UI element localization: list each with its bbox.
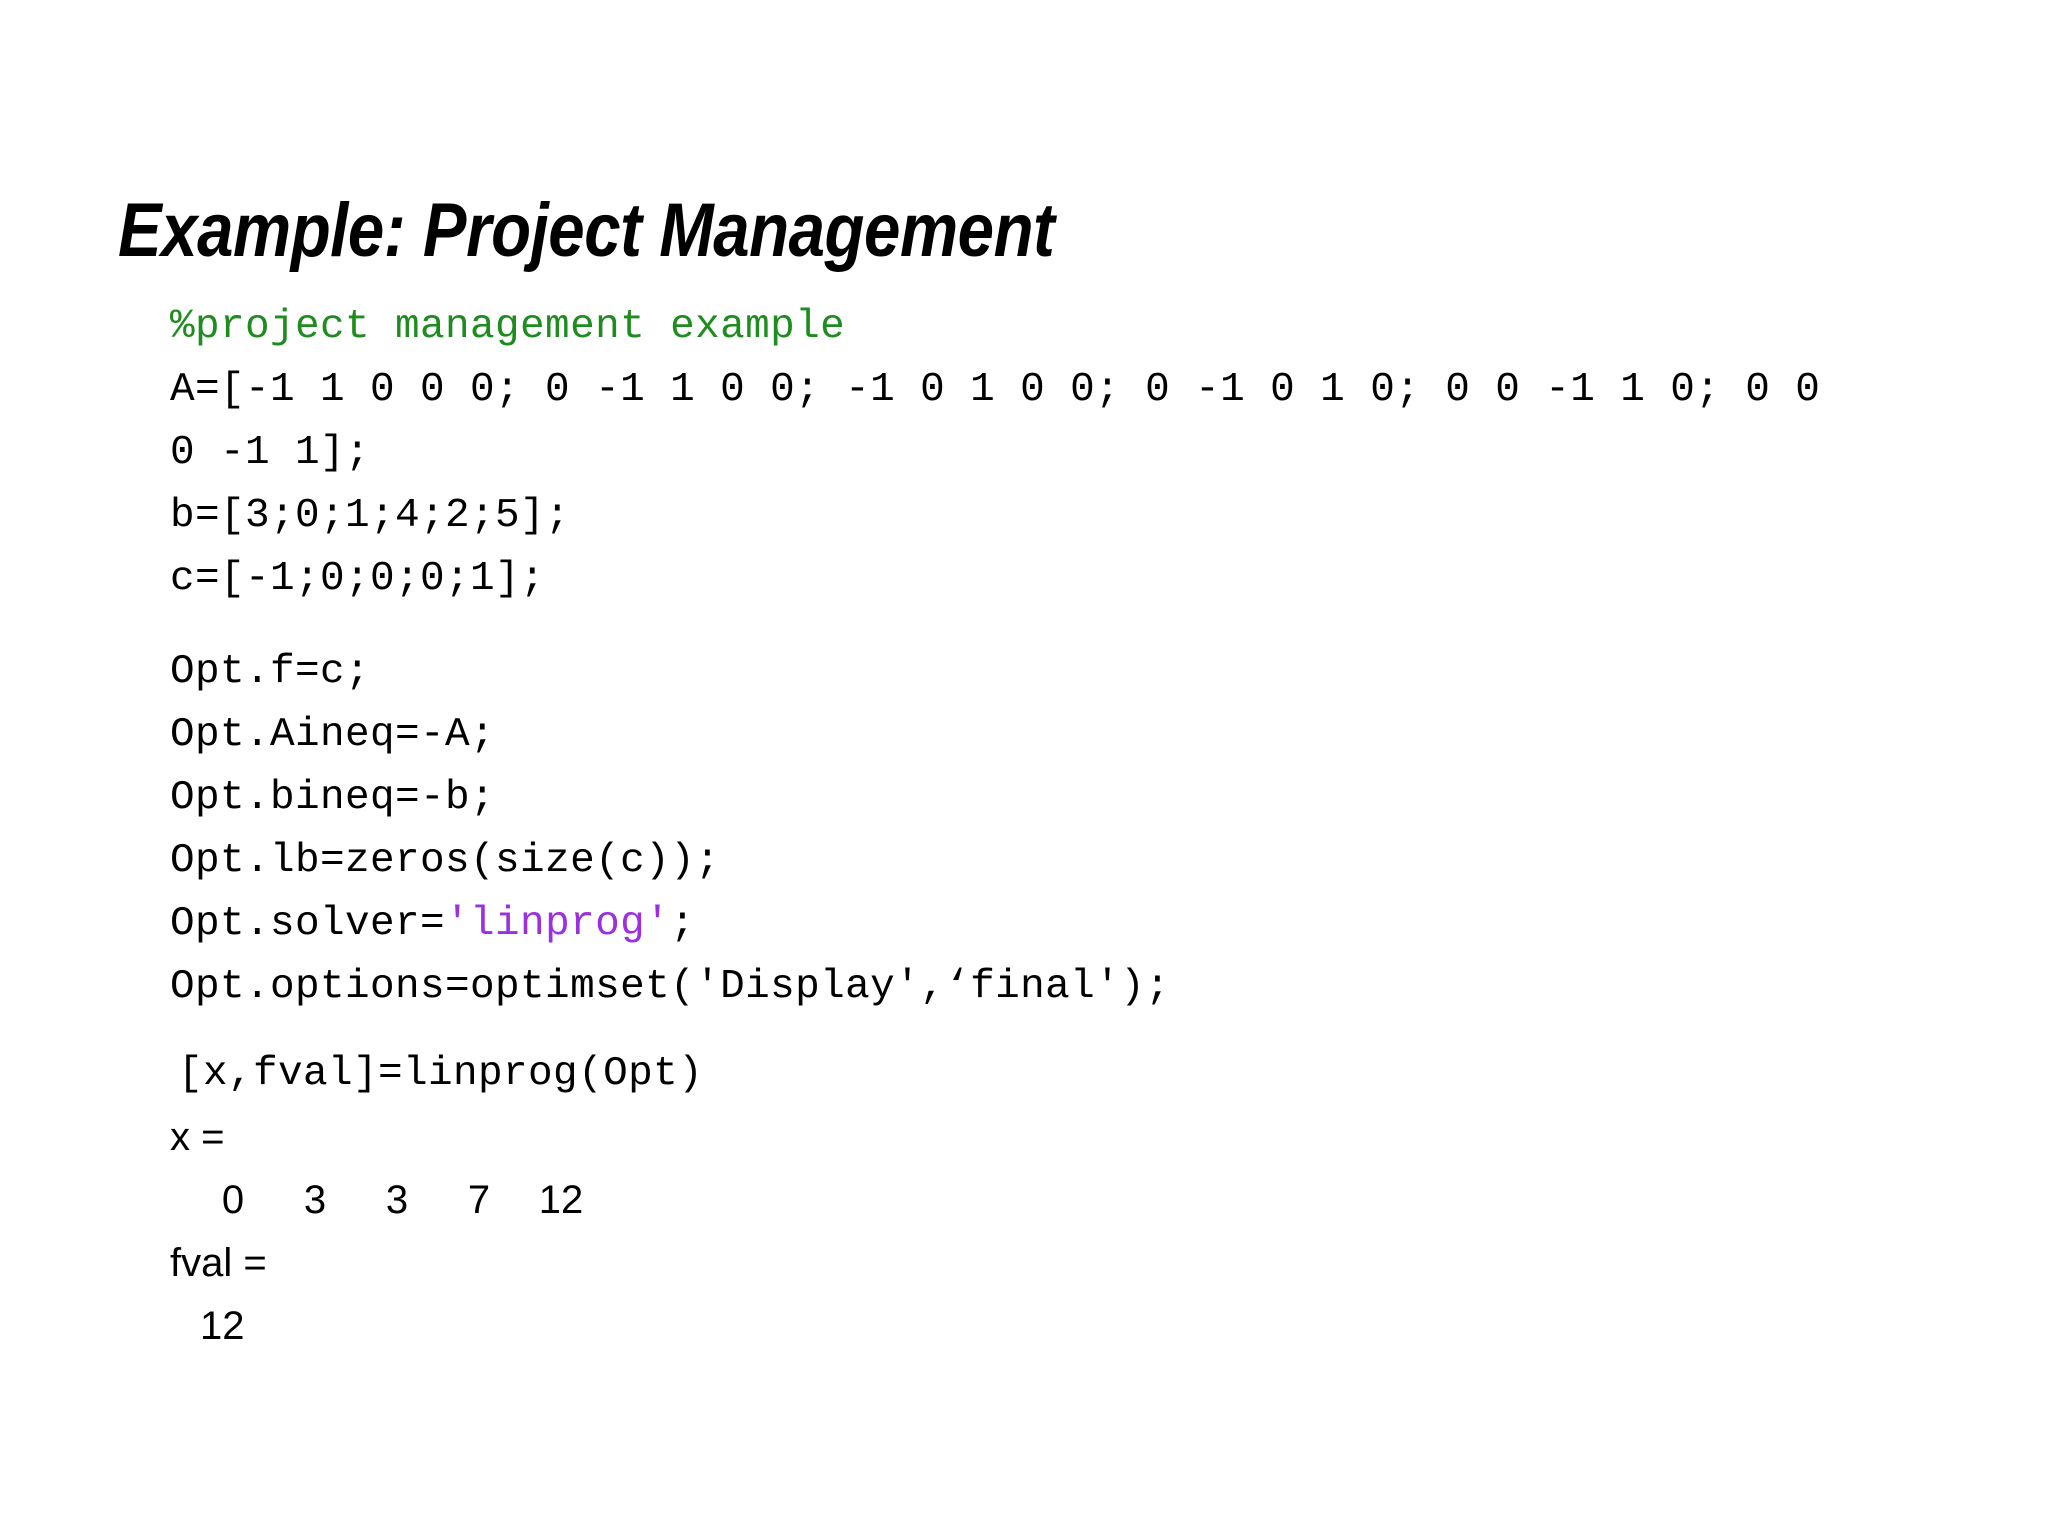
output-x-values: 0 3 3 7 12 <box>170 1169 1930 1232</box>
output-x-value: 3 <box>385 1178 409 1222</box>
code-line-linprog-call: [x,fval]=linprog(Opt) <box>178 1051 704 1097</box>
code-line-opt-lb: Opt.lb=zeros(size(c)); <box>170 838 721 884</box>
code-line-opt-solver: Opt.solver='linprog'; <box>170 893 1930 956</box>
code-block-gap <box>170 611 1930 641</box>
code-line-opt-options: Opt.options=optimset('Display',‘final'); <box>170 964 1171 1010</box>
output-x-label: x = <box>170 1115 225 1159</box>
code-solver-prefix: Opt.solver= <box>170 901 446 947</box>
code-solver-suffix: ; <box>670 901 696 947</box>
output-x-value: 7 <box>467 1178 491 1222</box>
code-solver-string-literal: 'linprog' <box>445 901 671 947</box>
code-line-comment: %project management example <box>170 304 846 350</box>
code-line-vector-b: b=[3;0;1;4;2;5]; <box>170 493 571 539</box>
code-line-opt-f: Opt.f=c; <box>170 649 371 695</box>
page-title: Example: Project Management <box>118 187 1055 273</box>
code-line-vector-c: c=[-1;0;0;0;1]; <box>170 556 546 602</box>
code-line-opt-aineq: Opt.Aineq=-A; <box>170 712 496 758</box>
output-x-value: 3 <box>303 1178 327 1222</box>
code-line-opt-bineq: Opt.bineq=-b; <box>170 775 496 821</box>
code-output-block: %project management example A=[-1 1 0 0 … <box>170 296 1930 1358</box>
output-fval-value: 12 <box>200 1304 245 1348</box>
code-call-gap <box>170 1019 1930 1043</box>
output-fval-label: fval = <box>170 1241 267 1285</box>
output-x-value: 0 <box>221 1178 245 1222</box>
output-x-value: 12 <box>538 1178 584 1222</box>
code-line-matrix-a: A=[-1 1 0 0 0; 0 -1 1 0 0; -1 0 1 0 0; 0… <box>170 367 1821 476</box>
